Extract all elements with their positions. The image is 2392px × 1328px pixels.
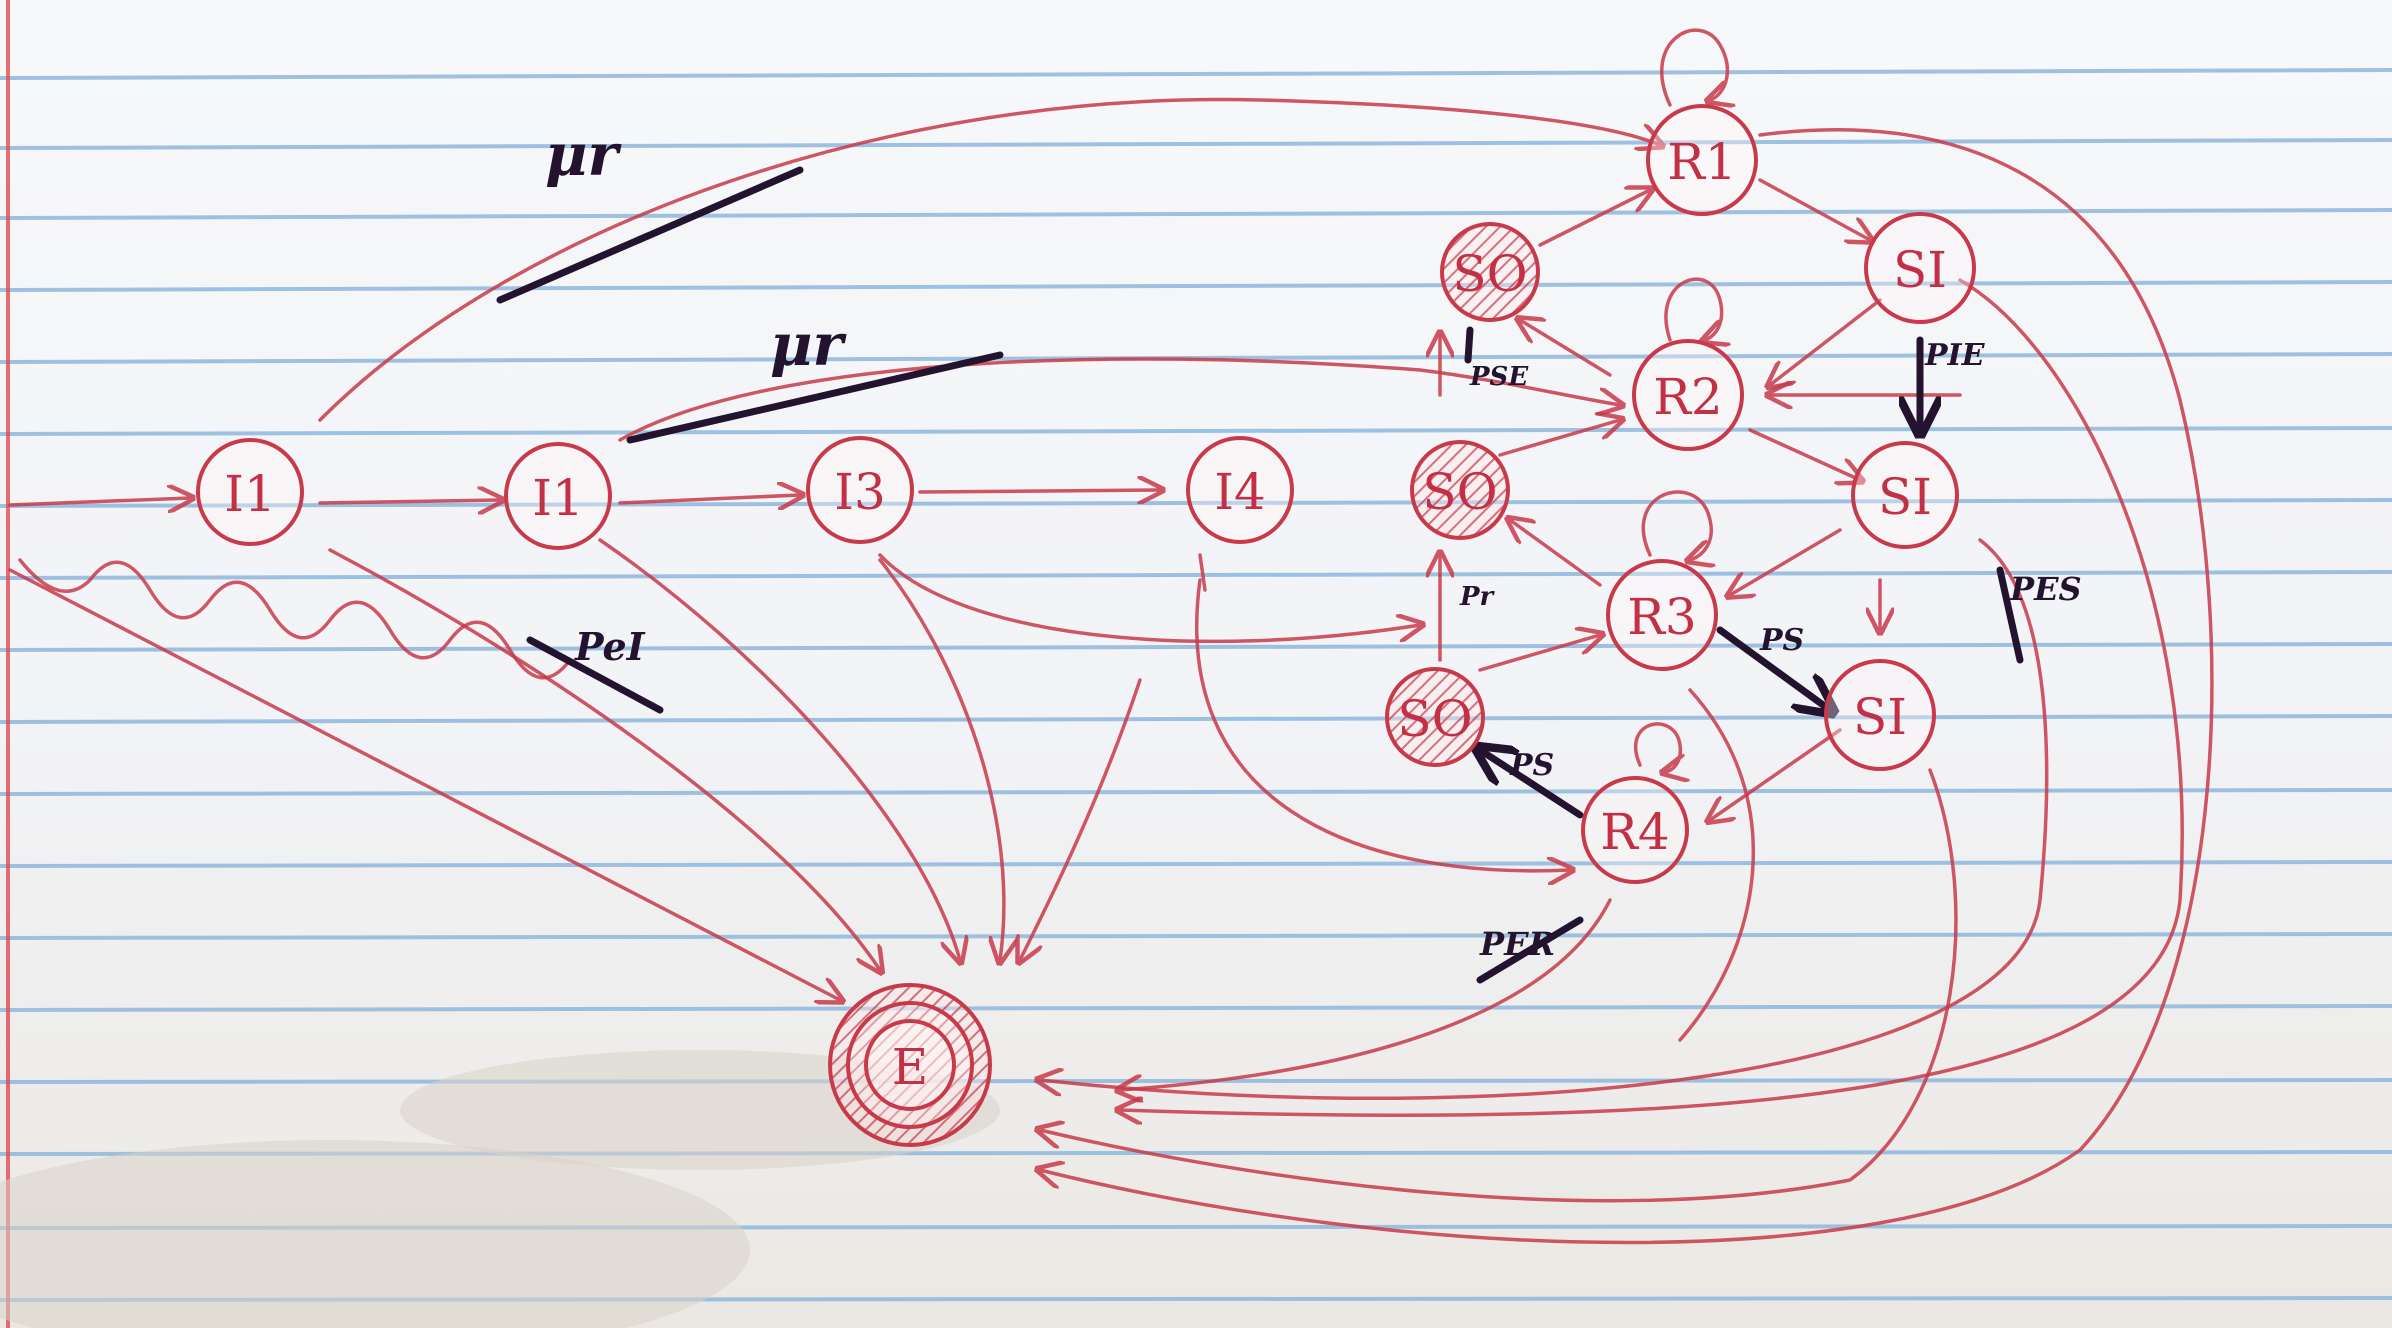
edge-i3-i4: [918, 490, 1160, 492]
edge-i1-r1: [318, 97, 1660, 422]
edge-r2-so-top: [1520, 320, 1612, 377]
node-e: E: [828, 983, 992, 1147]
nodes: I1 I1 I3 I4 R1 R2: [196, 104, 1976, 1147]
node-i2-label: I1: [532, 469, 584, 527]
rate-marks: [496, 166, 2024, 984]
edge-i2-i3: [618, 495, 800, 503]
mu-upper-stroke: [496, 166, 804, 304]
node-si-bottom: SI: [1824, 659, 1936, 771]
edge-origin-e: [8, 568, 840, 1000]
node-r4: R4: [1581, 776, 1689, 884]
rate-labels: μr μr PeI PSE PIE PES Pr PS PS PER: [545, 121, 2082, 963]
node-e-label: E: [892, 1038, 929, 1096]
edge-r1-e: [1040, 128, 2214, 1245]
pei-stroke: [526, 636, 664, 714]
node-r2-label: R2: [1653, 368, 1722, 426]
edge-i3-r3: [878, 553, 1420, 644]
edge-si-mid-e: [1040, 538, 2049, 1101]
label-mu-upper: μr: [545, 121, 622, 189]
node-r1: R1: [1646, 104, 1758, 216]
edge-r4-e: [1120, 898, 1612, 1090]
edge-si-bottom-r4: [1710, 728, 1842, 820]
edge-so-bottom-r3: [1478, 635, 1600, 672]
edge-r3-e-part: [1678, 688, 1755, 1042]
edge-so-top-r1: [1538, 190, 1650, 247]
node-i4-label: I4: [1214, 463, 1266, 521]
node-si-top-label: SI: [1893, 241, 1947, 299]
edge-i2-r2: [618, 357, 1620, 442]
pse-tick: [1464, 326, 1474, 364]
label-pes: PES: [2009, 570, 2082, 608]
label-pie: PIE: [1924, 338, 1986, 373]
label-ps: PS: [1759, 623, 1804, 658]
edge-wavy: [18, 558, 572, 680]
edge-i2-e: [598, 538, 960, 960]
edge-i1-i2: [318, 500, 500, 503]
edge-i3-e: [878, 558, 1004, 960]
node-i2: I1: [504, 442, 612, 550]
node-r3-label: R3: [1627, 588, 1696, 646]
node-so-mid-label: SO: [1422, 463, 1497, 521]
edge-si-mid-r3: [1730, 528, 1842, 595]
edge-r1-self: [1660, 28, 1728, 105]
node-i1-label: I1: [224, 465, 276, 523]
label-pei: PeI: [574, 624, 646, 669]
node-si-mid: SI: [1851, 441, 1959, 549]
node-i3: I3: [806, 436, 914, 544]
node-so-bottom-label: SO: [1397, 690, 1472, 748]
ps2-arrow: [1480, 750, 1584, 819]
ruled-lines: [0, 68, 2392, 1302]
edge-r2-self: [1664, 277, 1722, 340]
edge-i1-e: [328, 548, 880, 970]
ps-arrow: [1716, 626, 1830, 710]
edge-r3-self: [1641, 490, 1711, 560]
label-pr: Pr: [1459, 582, 1496, 612]
edge-so-mid-r2: [1498, 420, 1620, 457]
node-r3: R3: [1606, 559, 1718, 671]
node-si-top: SI: [1864, 212, 1976, 324]
edge-si-bottom-e: [1040, 768, 1958, 1203]
edge-i4-r4: [1194, 578, 1570, 871]
node-so-bottom: SO: [1385, 667, 1485, 767]
label-ps2: PS: [1509, 748, 1554, 783]
per-stroke: [1476, 916, 1584, 984]
edge-r4-self: [1633, 722, 1681, 772]
label-mu-lower: μr: [770, 311, 847, 379]
node-i3-label: I3: [834, 463, 886, 521]
node-si-mid-label: SI: [1878, 468, 1932, 526]
node-so-mid: SO: [1410, 440, 1510, 540]
node-si-bottom-label: SI: [1853, 688, 1907, 746]
edge-i4-e: [1020, 678, 1142, 960]
edge-si-top-e: [1120, 278, 2184, 1115]
pes-stroke: [1996, 566, 2024, 664]
paper-shadow: [0, 1140, 750, 1328]
node-so-top: SO: [1440, 222, 1540, 322]
node-i1: I1: [196, 438, 304, 546]
edge-i4-tick: [1198, 553, 1207, 592]
edge-entry-i1: [8, 498, 190, 505]
edge-si-top-r2: [1770, 298, 1882, 385]
node-r4-label: R4: [1600, 803, 1669, 861]
edges: [8, 28, 2214, 1245]
label-pse: PSE: [1469, 362, 1529, 392]
node-r2: R2: [1632, 339, 1744, 451]
edge-r1-si-top: [1758, 178, 1870, 240]
mu-lower-stroke: [626, 351, 1004, 444]
label-per: PER: [1479, 925, 1555, 963]
node-so-top-label: SO: [1452, 245, 1527, 303]
edge-r3-so-mid: [1510, 520, 1602, 587]
node-i4: I4: [1186, 436, 1294, 544]
edge-r2-si-mid: [1748, 428, 1860, 480]
node-r1-label: R1: [1667, 133, 1736, 191]
